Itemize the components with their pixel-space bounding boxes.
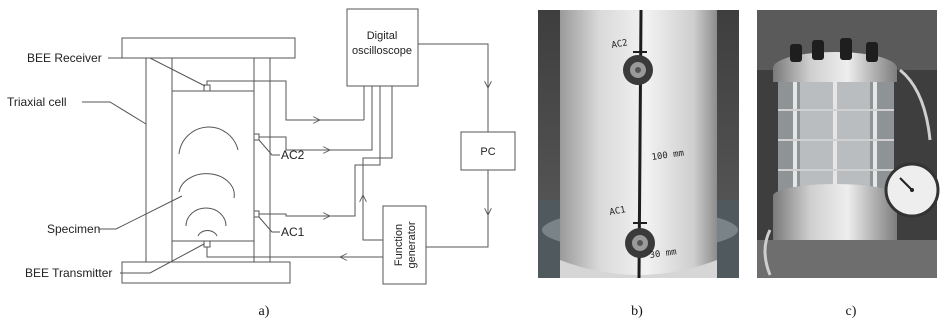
ac1-wire-b (330, 86, 381, 217)
ac2-sensor (253, 133, 260, 141)
wave-front-3 (185, 207, 227, 227)
ac2-photo-sensor-center (635, 67, 641, 73)
ac2-label: AC2 (281, 148, 305, 162)
wave-front-2 (178, 173, 235, 199)
photo-specimen-sensors: AC2 100 mm AC1 30 mm (538, 9, 739, 279)
oscilloscope-label-line1: Digital (367, 30, 398, 42)
bee-receiver-label: BEE Receiver (27, 51, 102, 65)
ac1-label: AC1 (281, 225, 305, 239)
bee-transmitter-element (203, 240, 211, 248)
trigger-wire-b (362, 86, 393, 195)
function-generator-box (382, 205, 427, 285)
top-plate (121, 37, 296, 59)
oscilloscope-label-line2: oscilloscope (352, 45, 412, 57)
cell-tube-1 (899, 68, 932, 141)
wave-front-4 (197, 230, 218, 237)
photo-c-bench (757, 240, 937, 278)
cell-top-ring (773, 68, 897, 82)
photo-triaxial-cell (757, 10, 940, 278)
cell-knob-2 (812, 40, 824, 60)
receiver-wire (206, 80, 320, 120)
photo-mark-ac2: AC2 (611, 38, 629, 51)
trigger-wire (363, 195, 383, 241)
ac2-wire (259, 136, 330, 150)
function-generator-label-line1: Function (393, 224, 405, 266)
specimen-body (171, 90, 255, 242)
ac1-leader (258, 216, 280, 233)
pc-fg-wire-b (426, 215, 489, 248)
triaxial-cell-leader (82, 101, 147, 125)
cell-knob (790, 44, 802, 62)
cylinder-bottom (560, 260, 717, 278)
cell-base (773, 196, 897, 240)
photo-mark-ac1: AC1 (609, 205, 627, 218)
caption-a: a) (259, 304, 270, 319)
osc-pc-wire (418, 43, 488, 88)
caption-c: c) (846, 304, 857, 319)
ac2-wire-b (330, 86, 373, 151)
cell-tube-2 (763, 229, 772, 276)
cell-knob-4 (866, 42, 878, 62)
pc-box (460, 131, 516, 171)
function-generator-label-line2: generator (406, 221, 418, 268)
specimen-label: Specimen (47, 222, 100, 236)
pressure-gauge-needle (899, 177, 913, 191)
transmitter-wire-b (206, 247, 340, 258)
caption-b: b) (631, 304, 643, 319)
digital-oscilloscope-box (346, 8, 419, 87)
ac1-photo-sensor-center (637, 240, 643, 246)
triaxial-cell-label: Triaxial cell (7, 95, 67, 109)
bee-transmitter-leader (120, 243, 205, 274)
ac2-leader (258, 139, 280, 156)
bee-receiver-leader (108, 57, 206, 87)
wave-front-1 (178, 126, 239, 155)
pc-label: PC (480, 146, 495, 158)
photo-mark-30mm: 30 mm (649, 247, 677, 261)
pressure-gauge-hub (910, 188, 914, 192)
schematic-diagram: Digital oscilloscope PC Function generat… (7, 8, 516, 285)
cell-knob-3 (840, 38, 852, 60)
ac1-wire (259, 214, 330, 216)
ac1-sensor (253, 210, 260, 218)
photo-mark-100mm: 100 mm (651, 149, 685, 163)
specimen-leader (98, 195, 183, 230)
bee-transmitter-label: BEE Transmitter (25, 266, 112, 280)
